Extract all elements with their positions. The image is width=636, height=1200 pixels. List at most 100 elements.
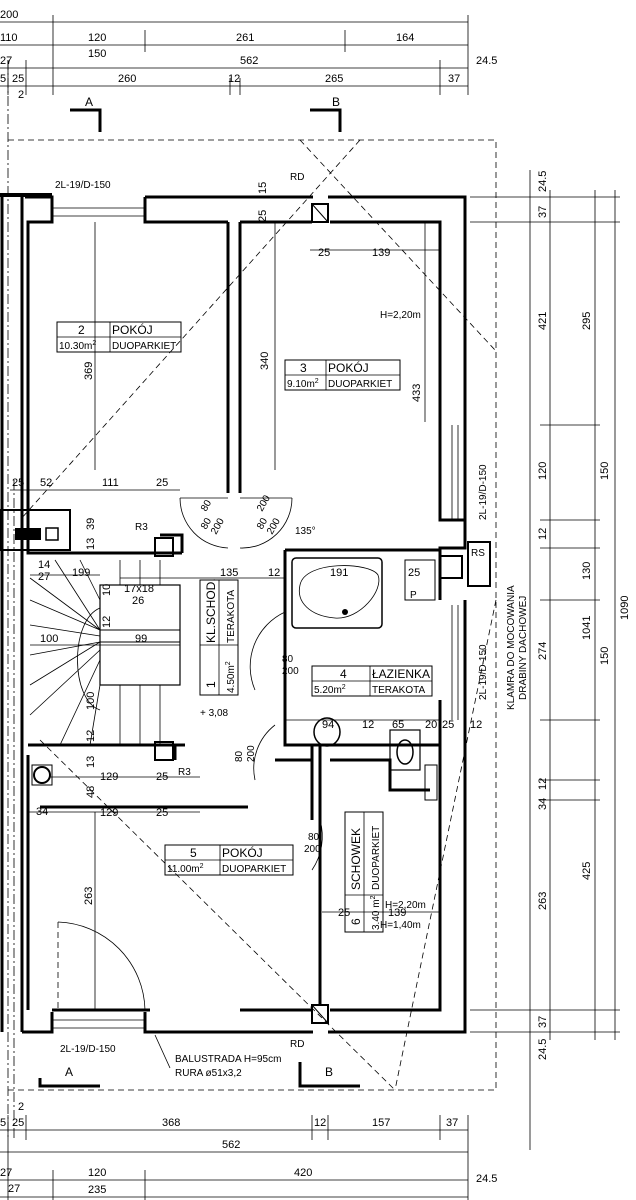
dim-bottom-562: 562 (222, 1139, 240, 1151)
dim-94: 94 (322, 719, 334, 731)
inner-dimension-lines (10, 222, 440, 1010)
dim-right-425: 425 (581, 862, 593, 880)
room-3-number: 3 (300, 361, 307, 375)
top-dimension-lines (0, 15, 469, 95)
dim-25b: 25 (257, 210, 269, 222)
room-6-name: SCHOWEK (349, 828, 363, 890)
dim-right-120a: 120 (537, 462, 549, 480)
door-5-width: 80 (308, 832, 320, 843)
dim-100b: 100 (85, 692, 97, 710)
dim-25a: 25 (318, 247, 330, 259)
dim-top-2: 2 (18, 89, 24, 101)
dim-27: 27 (38, 571, 50, 583)
dim-25h: 25 (442, 719, 454, 731)
dim-369: 369 (83, 362, 95, 380)
section-a-bottom: A (65, 1065, 73, 1079)
dim-139b: 139 (388, 907, 406, 919)
room-5-label: 5 POKÓJ 11.00m2 DUOPARKIET (164, 844, 294, 876)
room-2-name: POKÓJ (112, 322, 153, 337)
dim-12d: 12 (470, 719, 482, 731)
dim-12c: 12 (362, 719, 374, 731)
dim-13a: 13 (85, 538, 97, 550)
rd-bottom-marker: RD (290, 1039, 304, 1050)
dim-340: 340 (259, 352, 271, 370)
room-2-label: 2 POKÓJ 10.30m2 DUOPARKIET (56, 321, 182, 353)
dim-25c: 25 (12, 477, 24, 489)
right-dimension-lines (470, 170, 620, 1150)
dim-bottom-25: 25 (12, 1117, 24, 1129)
dim-111: 111 (102, 477, 119, 489)
dim-12b: 12 (85, 730, 97, 742)
door-2-width: 80 (255, 516, 270, 532)
dim-139a: 139 (372, 247, 390, 259)
exterior-walls (0, 193, 467, 1034)
balustrada-note: BALUSTRADA H=95cm (175, 1054, 281, 1065)
section-a-top: A (85, 95, 93, 109)
room-3-floor: DUOPARKIET (328, 379, 392, 390)
dim-191: 191 (330, 567, 348, 579)
door-2-height: 200 (265, 516, 283, 536)
dim-129b: 129 (100, 807, 118, 819)
room-1-area: 4.50m2 (225, 661, 237, 693)
dim-433: 433 (411, 384, 423, 402)
p-marker: P (410, 590, 417, 601)
dim-top-164: 164 (396, 32, 414, 44)
dim-25f: 25 (156, 807, 168, 819)
room-4-number: 4 (340, 667, 347, 681)
interior-walls (26, 470, 442, 1010)
dim-25d: 25 (156, 477, 168, 489)
dim-26: 26 (132, 595, 144, 607)
dim-right-1090: 1090 (619, 596, 631, 620)
dim-263: 263 (83, 887, 95, 905)
room-1-floor: TERAKOTA (226, 590, 237, 643)
dim-right-150b: 150 (599, 647, 611, 665)
roof-outline (7, 60, 497, 1140)
dim-right-12a: 12 (537, 528, 549, 540)
dim-25e: 25 (156, 771, 168, 783)
dim-12e: 12 (101, 616, 113, 628)
dim-top-12: 12 (228, 73, 240, 85)
right-dims: 24.5 37 1041 37 24.5 421 120 12 274 12 3… (537, 171, 631, 1060)
room-3-label: 3 POKÓJ 9.10m2 DUOPARKIET (284, 359, 401, 391)
dim-right-421: 421 (537, 312, 549, 330)
rd-top-marker: RD (290, 172, 304, 183)
room-6-label: 6 SCHOWEK 3.40 m2 DUOPARKIET (344, 811, 384, 933)
dim-right-295: 295 (581, 312, 593, 330)
dim-right-34: 34 (537, 798, 549, 810)
dim-right-24-5a: 24.5 (537, 171, 549, 192)
dim-bottom-368: 368 (162, 1117, 180, 1129)
section-mark-top (70, 108, 342, 132)
dim-top-150: 150 (88, 48, 106, 60)
dim-top-562: 562 (240, 55, 258, 67)
door-6-height: 200 (255, 493, 273, 513)
room-3-name: POKÓJ (328, 360, 369, 375)
klamra-line1: KLAMRA DO MOCOWANIA (506, 585, 517, 710)
window-label-top: 2L-19/D-150 (55, 180, 111, 191)
dim-top-110: 110 (0, 32, 18, 44)
dim-48: 48 (85, 786, 97, 798)
room-5-number: 5 (190, 846, 197, 860)
dim-25i: 25 (338, 907, 350, 919)
klamra-line2: DRABINY DACHOWEJ (518, 596, 529, 700)
dim-bottom-27b: 27 (8, 1183, 20, 1195)
dim-right-263: 263 (537, 892, 549, 910)
door-3-height: 200 (282, 666, 299, 677)
rs-marker: RS (471, 548, 485, 559)
dim-top-37: 37 (448, 73, 460, 85)
dim-top-120: 120 (88, 32, 106, 44)
r3-bottom-marker: R3 (178, 767, 191, 778)
section-mark-bottom (38, 1034, 360, 1088)
dim-bottom-420: 420 (294, 1167, 312, 1179)
dim-top-5: 5 (0, 73, 6, 85)
dim-bottom-120: 120 (88, 1167, 106, 1179)
dim-bottom-12: 12 (314, 1117, 326, 1129)
dim-65: 65 (392, 719, 404, 731)
room-4-area: 5.20m2 (314, 684, 346, 696)
columns (154, 203, 491, 1024)
dim-199: 199 (72, 567, 90, 579)
bottom-dimension-lines (0, 1115, 469, 1200)
dim-52: 52 (40, 477, 52, 489)
room-2-area: 10.30m2 (59, 340, 96, 352)
chimney (0, 509, 71, 551)
